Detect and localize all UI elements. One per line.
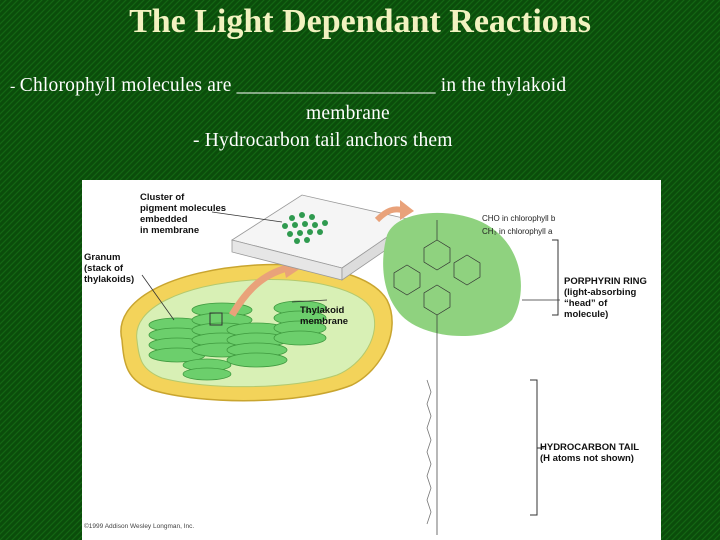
bullet-dash: - bbox=[10, 78, 20, 95]
label-ch3-chlorophyll-a: CH₃ in chlorophyll a bbox=[482, 227, 553, 236]
bullet-line-2: membrane bbox=[306, 103, 390, 124]
label-thylakoid: Thylakoid membrane bbox=[300, 305, 349, 327]
hydrocarbon-tail bbox=[426, 379, 432, 525]
label-cluster: Cluster of pigment molecules embedded in… bbox=[140, 192, 227, 236]
zoom-arrow bbox=[228, 264, 289, 317]
label-hydrocarbon: HYDROCARBON TAIL (H atoms not shown) bbox=[540, 442, 640, 464]
bullet-line-1: - Chlorophyll molecules are ____________… bbox=[10, 72, 715, 100]
copyright-notice: ©1999 Addison Wesley Longman, Inc. bbox=[84, 523, 195, 530]
label-porphyrin: PORPHYRIN RING (light-absorbing “head” o… bbox=[564, 276, 647, 320]
molecule-arrowhead bbox=[400, 200, 414, 220]
label-granum: Granum (stack of thylakoids) bbox=[84, 252, 135, 285]
bullet-line-1-text: Chlorophyll molecules are ______________… bbox=[19, 75, 567, 96]
tail-bracket bbox=[530, 379, 544, 516]
pigment-cluster bbox=[282, 212, 328, 244]
slide-title: The Light Dependant Reactions bbox=[129, 3, 591, 40]
granum-stacks bbox=[148, 300, 327, 381]
label-cho-chlorophyll-b: CHO in chlorophyll b bbox=[482, 214, 556, 223]
bullet-text: - Chlorophyll molecules are ____________… bbox=[10, 72, 715, 154]
bullet-line-3: - Hydrocarbon tail anchors them bbox=[193, 130, 453, 151]
porphyrin-ring-area bbox=[383, 212, 521, 337]
zoom-box bbox=[209, 312, 223, 326]
porphyrin-bonds bbox=[393, 220, 481, 535]
leader-lines bbox=[141, 211, 560, 321]
ring-bracket bbox=[552, 239, 559, 316]
chlorophyll-diagram: Cluster of pigment molecules embedded in… bbox=[82, 180, 661, 540]
diagram-artwork bbox=[120, 194, 560, 535]
